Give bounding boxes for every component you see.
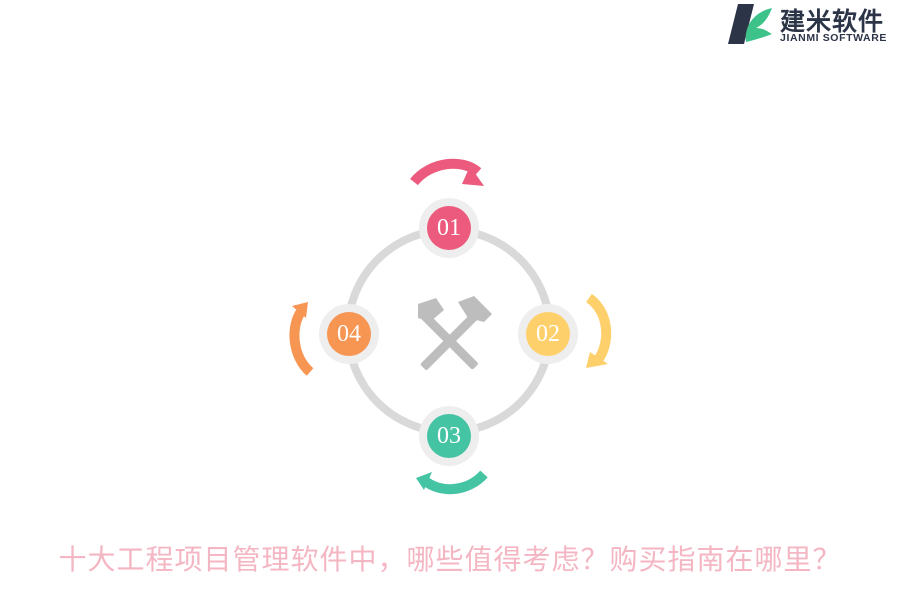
node-01 [419, 198, 479, 258]
node-04-label: 04 [337, 321, 361, 347]
jianmi-logo-icon [728, 4, 772, 44]
clockwise-arrow-top-icon [410, 158, 484, 186]
logo-name-cn: 建米软件 [780, 7, 885, 36]
crossed-hammers-icon [418, 296, 492, 370]
node-03-label: 03 [437, 423, 461, 449]
jianmi-logo: 建米软件 JIANMI SOFTWARE [724, 2, 900, 46]
clockwise-arrow-bottom-icon [416, 470, 488, 495]
clockwise-arrow-left-icon [289, 302, 314, 376]
node-02 [518, 304, 578, 364]
node-03 [419, 406, 479, 466]
node-04 [319, 304, 379, 364]
page-title: 十大工程项目管理软件中，哪些值得考虑？购买指南在哪里？ [58, 543, 842, 576]
logo-name-en: JIANMI SOFTWARE [780, 32, 888, 44]
node-02-label: 02 [536, 321, 560, 347]
clockwise-arrow-right-icon [585, 293, 612, 368]
node-01-label: 01 [437, 215, 461, 241]
